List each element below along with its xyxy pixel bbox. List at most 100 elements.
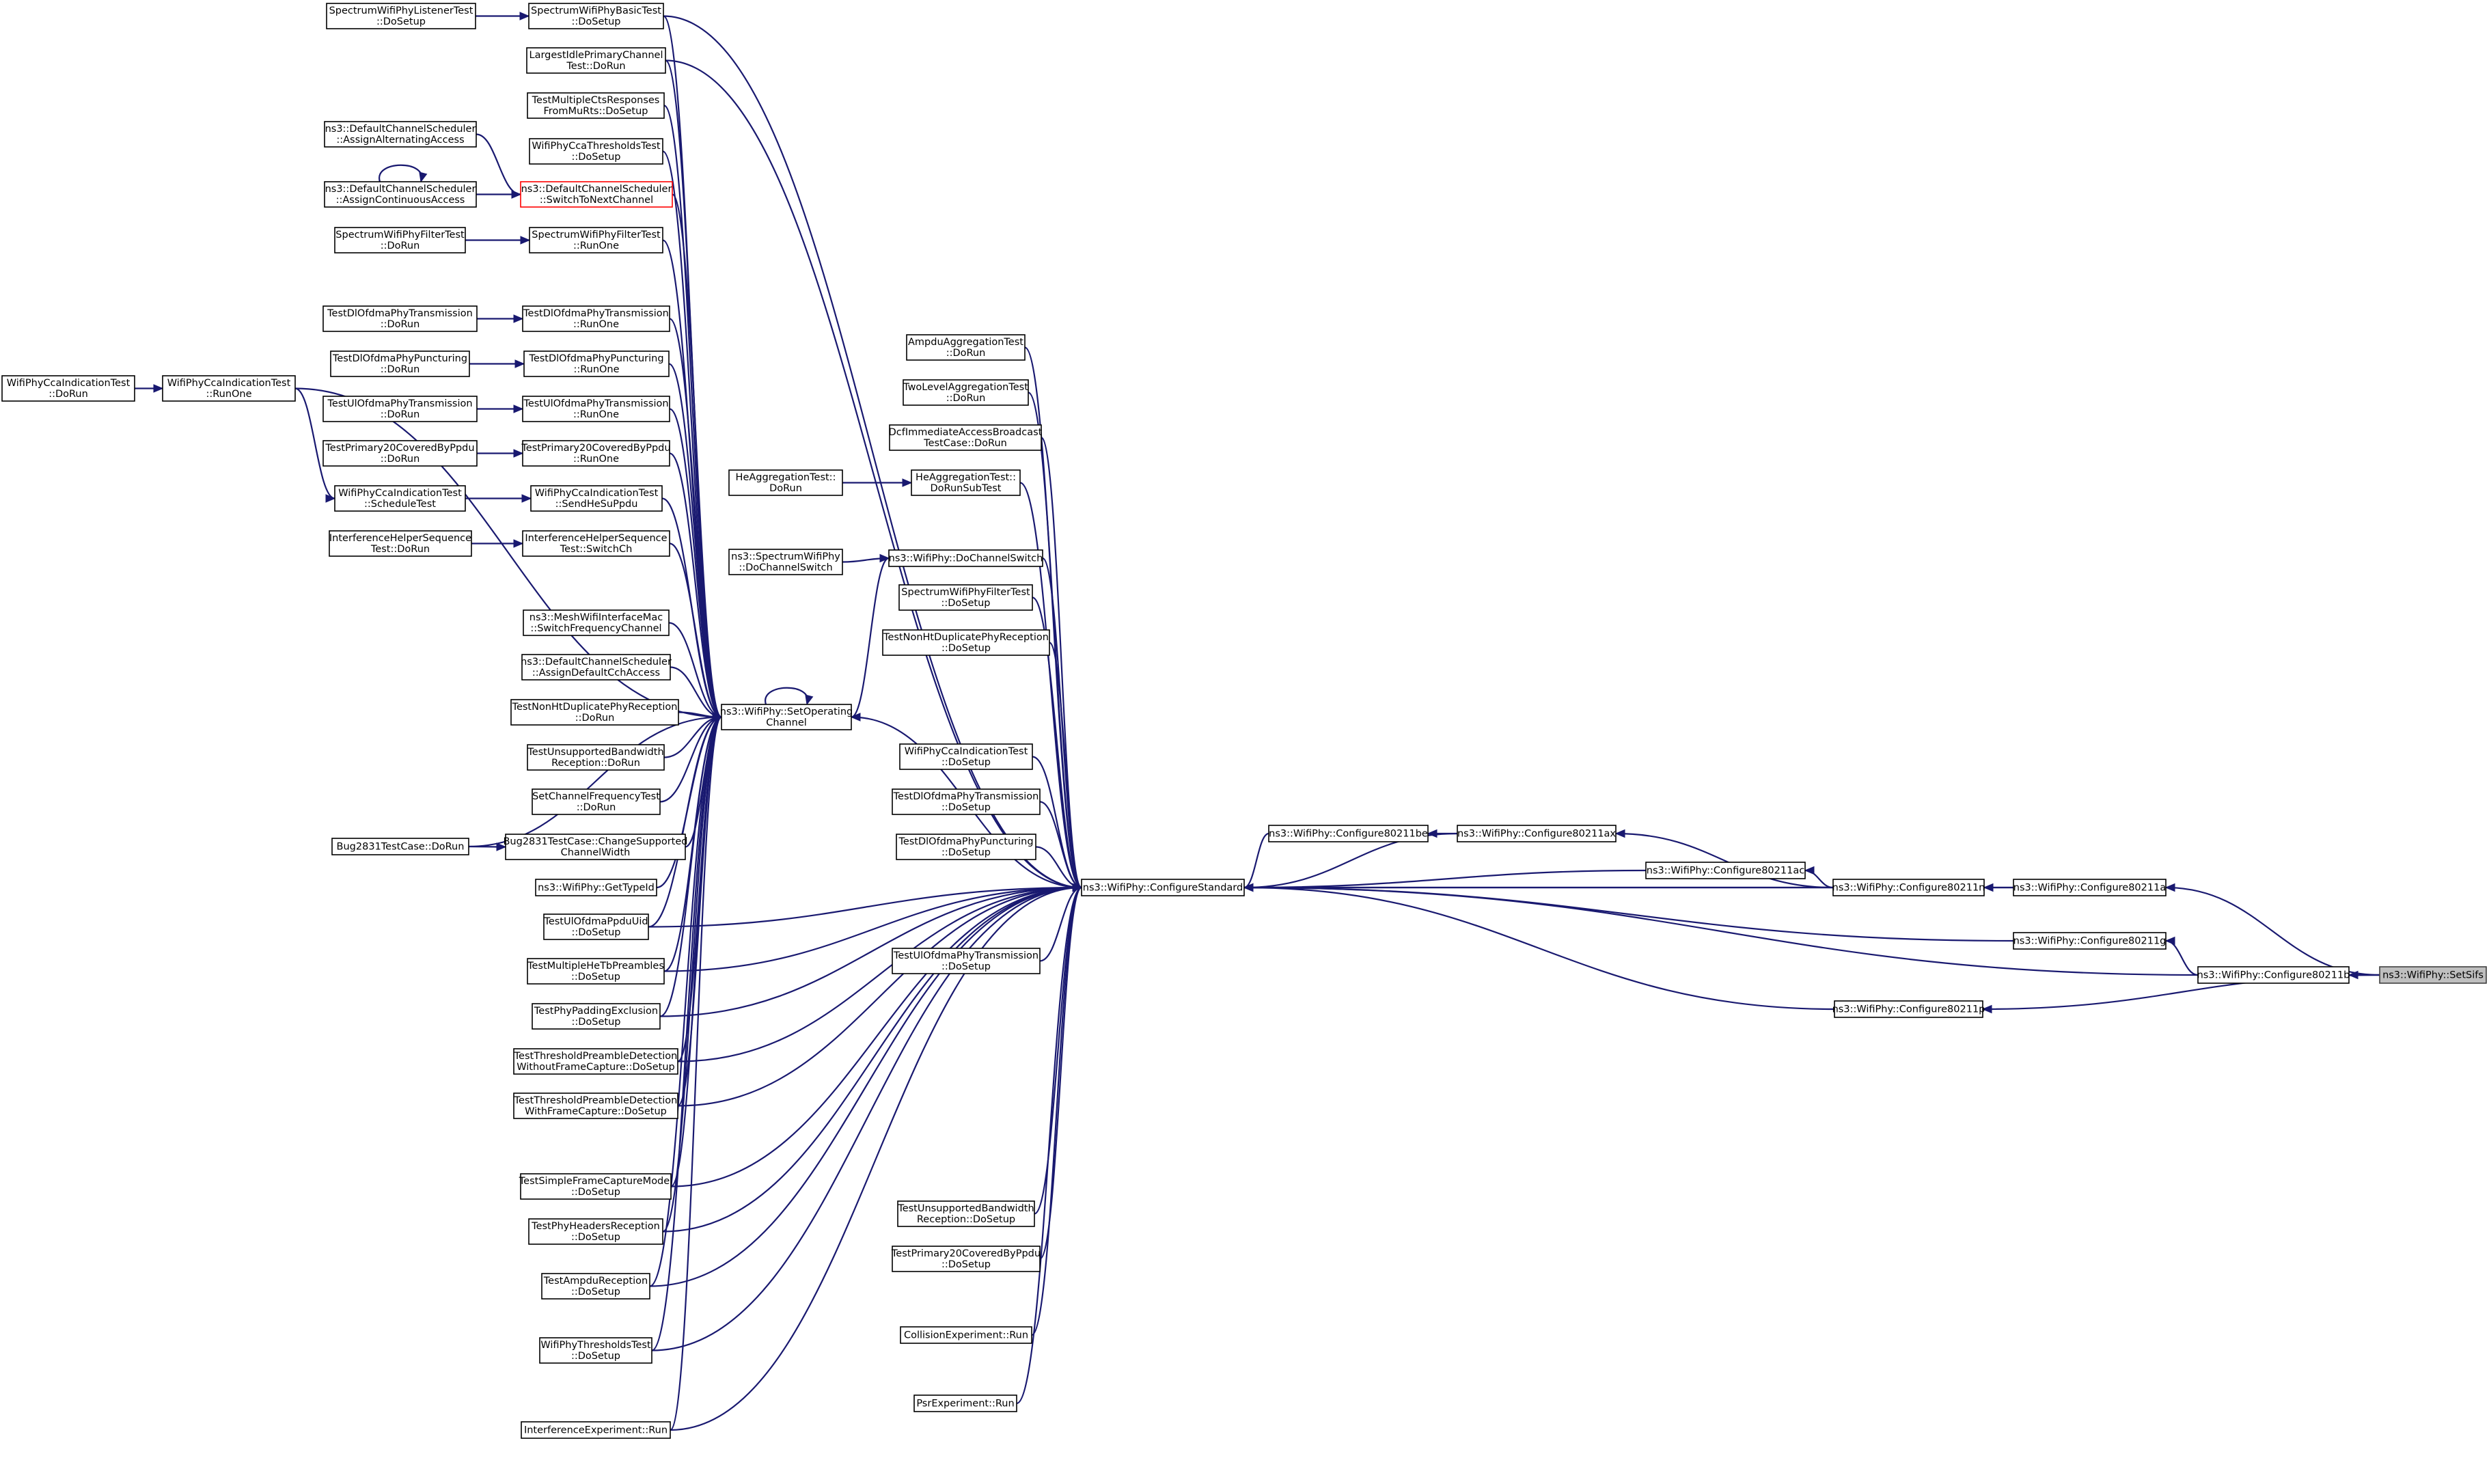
node-cfg-b[interactable]: ns3::WifiPhy::Configure80211b — [2197, 966, 2350, 984]
node-label-line: TestUlOfdmaPhyTransmission — [893, 950, 1039, 961]
node-filter-do-run[interactable]: SpectrumWifiPhyFilterTest::DoRun — [334, 227, 466, 253]
node-cfg-g[interactable]: ns3::WifiPhy::Configure80211g — [2013, 932, 2167, 950]
node-label-line: TestUlOfdmaPpduUid — [543, 916, 648, 927]
node-dcf-broadcast[interactable]: DcfImmediateAccessBroadcastTestCase::DoR… — [889, 424, 1043, 451]
call-edge — [2165, 939, 2199, 976]
node-intf-exp[interactable]: InterferenceExperiment::Run — [521, 1421, 671, 1439]
node-label-line: ::DoSetup — [571, 927, 620, 938]
node-cca-ind-run-one[interactable]: WifiPhyCcaIndicationTest::RunOne — [162, 375, 296, 402]
node-label-line: Bug2831TestCase::ChangeSupported — [503, 836, 687, 847]
node-label-line: ::DoSetup — [571, 972, 620, 983]
node-assign-alternating[interactable]: ns3::DefaultChannelScheduler::AssignAlte… — [324, 121, 477, 148]
node-bug-do-run[interactable]: Bug2831TestCase::DoRun — [331, 838, 469, 855]
node-box — [543, 913, 649, 940]
node-ampdu-agg[interactable]: AmpduAggregationTest::DoRun — [906, 334, 1026, 361]
node-cca-schedule[interactable]: WifiPhyCcaIndicationTest::ScheduleTest — [334, 485, 466, 512]
node-p20-do-setup[interactable]: TestPrimary20CoveredByPpdu::DoSetup — [891, 1246, 1041, 1272]
node-dl-tx-do-setup[interactable]: TestDlOfdmaPhyTransmission::DoSetup — [892, 788, 1041, 815]
node-ul-tx-do-setup[interactable]: TestUlOfdmaPhyTransmission::DoSetup — [892, 948, 1041, 974]
node-ul-tx-run-one[interactable]: TestUlOfdmaPhyTransmission::RunOne — [522, 396, 670, 422]
node-label-line: ns3::SpectrumWifiPhy — [731, 551, 840, 562]
node-label-line: ::DoRun — [381, 364, 420, 375]
node-dl-punc-do-setup[interactable]: TestDlOfdmaPhyPuncturing::DoSetup — [896, 834, 1036, 860]
node-label-line: LargestIdlePrimaryChannel — [529, 50, 663, 61]
edge-arrowhead — [325, 494, 336, 503]
node-simple-capture[interactable]: TestSimpleFrameCaptureModel::DoSetup — [519, 1173, 672, 1200]
node-spec-do-chan-sw[interactable]: ns3::SpectrumWifiPhy::DoChannelSwitch — [728, 549, 843, 575]
node-set-chan-freq[interactable]: SetChannelFrequencyTest::DoRun — [532, 788, 661, 815]
node-phy-thresh[interactable]: WifiPhyThresholdsTest::DoSetup — [539, 1337, 652, 1364]
call-edge — [1048, 642, 1083, 889]
edge-arrowhead — [519, 12, 530, 20]
node-box — [322, 440, 478, 467]
node-label-line: SpectrumWifiPhyListenerTest — [329, 5, 473, 16]
node-label-line: WifiPhyCcaIndicationTest — [905, 746, 1028, 757]
node-assign-cch[interactable]: ns3::DefaultChannelScheduler::AssignDefa… — [521, 654, 672, 681]
node-cca-thresholds[interactable]: WifiPhyCcaThresholdsTest::DoSetup — [529, 138, 663, 165]
node-switch-to-next[interactable]: ns3::DefaultChannelScheduler::SwitchToNe… — [520, 181, 673, 208]
node-multiple-cts[interactable]: TestMultipleCtsResponsesFromMuRts::DoSet… — [527, 92, 665, 119]
node-p20-do-run[interactable]: TestPrimary20CoveredByPpdu::DoRun — [322, 440, 478, 467]
node-two-level[interactable]: TwoLevelAggregationTest::DoRun — [903, 379, 1029, 406]
node-he-agg-do-run[interactable]: HeAggregationTest::DoRun — [728, 469, 843, 496]
node-cfg-ax[interactable]: ns3::WifiPhy::Configure80211ax — [1457, 825, 1617, 842]
node-box — [2379, 966, 2487, 984]
node-label-line: TestUlOfdmaPhyTransmission — [327, 398, 472, 409]
node-ul-mu-do-setup[interactable]: TestUlOfdmaPpduUid::DoSetup — [543, 913, 649, 940]
node-label-line: ns3::DefaultChannelScheduler — [521, 184, 672, 195]
node-p20-run-one[interactable]: TestPrimary20CoveredByPpdu::RunOne — [521, 440, 671, 467]
node-phy-headers[interactable]: TestPhyHeadersReception::DoSetup — [528, 1218, 663, 1245]
node-cca-send-he-su[interactable]: WifiPhyCcaIndicationTest::SendHeSuPpdu — [530, 485, 663, 512]
call-edge — [1615, 832, 1834, 889]
node-thresh-cap[interactable]: TestThresholdPreambleDetectionWithFrameC… — [513, 1093, 678, 1119]
node-box — [896, 834, 1036, 860]
node-cca-ind-do-setup[interactable]: WifiPhyCcaIndicationTest::DoSetup — [899, 743, 1033, 770]
node-non-ht-do-setup[interactable]: TestNonHtDuplicatePhyReception::DoSetup — [882, 629, 1050, 656]
node-cfg-ac[interactable]: ns3::WifiPhy::Configure80211ac — [1645, 862, 1806, 879]
node-spectrum-basic[interactable]: SpectrumWifiPhyBasicTest::DoSetup — [528, 3, 664, 29]
node-non-ht-do-run[interactable]: TestNonHtDuplicatePhyReception::DoRun — [510, 699, 679, 726]
node-cfg-p[interactable]: ns3::WifiPhy::Configure80211p — [1832, 1000, 1985, 1018]
node-filter-run-one[interactable]: SpectrumWifiPhyFilterTest::RunOne — [529, 227, 663, 253]
node-do-chan-sw[interactable]: ns3::WifiPhy::DoChannelSwitch — [888, 549, 1043, 567]
node-dl-tx-do-run[interactable]: TestDlOfdmaPhyTransmission::DoRun — [322, 305, 478, 332]
node-spectrum-listener[interactable]: SpectrumWifiPhyListenerTest::DoSetup — [326, 3, 476, 29]
node-get-type-id[interactable]: ns3::WifiPhy::GetTypeId — [535, 879, 657, 896]
node-unsup-bw-do-setup[interactable]: TestUnsupportedBandwidthReception::DoSet… — [897, 1200, 1035, 1227]
node-config-std[interactable]: ns3::WifiPhy::ConfigureStandard — [1081, 879, 1245, 896]
node-dl-punc-do-run[interactable]: TestDlOfdmaPhyPuncturing::DoRun — [330, 351, 470, 377]
node-box — [324, 181, 477, 208]
node-box — [728, 549, 843, 575]
node-label-line: ::DoRun — [381, 319, 420, 330]
node-cca-ind-do-run[interactable]: WifiPhyCcaIndicationTest::DoRun — [1, 375, 135, 402]
node-dl-tx-run-one[interactable]: TestDlOfdmaPhyTransmission::RunOne — [522, 305, 670, 332]
node-multi-he-tb[interactable]: TestMultipleHeTbPreambles::DoSetup — [527, 958, 665, 985]
node-ampdu-rx[interactable]: TestAmpduReception::DoSetup — [541, 1273, 650, 1300]
node-label-line: InterferenceHelperSequence — [329, 533, 471, 544]
node-mesh-switch[interactable]: ns3::MeshWifiInterfaceMac::SwitchFrequen… — [523, 609, 670, 636]
node-dl-punc-run-one[interactable]: TestDlOfdmaPhyPuncturing::RunOne — [523, 351, 670, 377]
node-collision[interactable]: CollisionExperiment::Run — [900, 1326, 1032, 1344]
node-he-agg-sub[interactable]: HeAggregationTest::DoRunSubTest — [911, 469, 1021, 496]
node-set-sifs[interactable]: ns3::WifiPhy::SetSifs — [2379, 966, 2487, 984]
node-assign-continuous[interactable]: ns3::DefaultChannelScheduler::AssignCont… — [324, 181, 477, 208]
node-cfg-a[interactable]: ns3::WifiPhy::Configure80211a — [2013, 879, 2167, 896]
node-cfg-be[interactable]: ns3::WifiPhy::Configure80211be — [1268, 825, 1429, 842]
call-edge — [379, 164, 422, 182]
node-cfg-n[interactable]: ns3::WifiPhy::Configure80211n — [1832, 879, 1985, 896]
node-phy-padding[interactable]: TestPhyPaddingExclusion::DoSetup — [532, 1003, 661, 1030]
node-filter-do-setup[interactable]: SpectrumWifiPhyFilterTest::DoSetup — [898, 584, 1033, 611]
node-bug-change[interactable]: Bug2831TestCase::ChangeSupportedChannelW… — [503, 834, 688, 860]
node-box — [532, 1003, 661, 1030]
node-psr[interactable]: PsrExperiment::Run — [913, 1394, 1017, 1412]
edge-arrowhead — [513, 314, 524, 323]
edge-arrowhead — [521, 494, 532, 503]
node-ul-tx-do-run[interactable]: TestUlOfdmaPhyTransmission::DoRun — [322, 396, 478, 422]
node-box — [521, 1421, 671, 1439]
node-thresh-no-cap[interactable]: TestThresholdPreambleDetectionWithoutFra… — [513, 1048, 678, 1075]
